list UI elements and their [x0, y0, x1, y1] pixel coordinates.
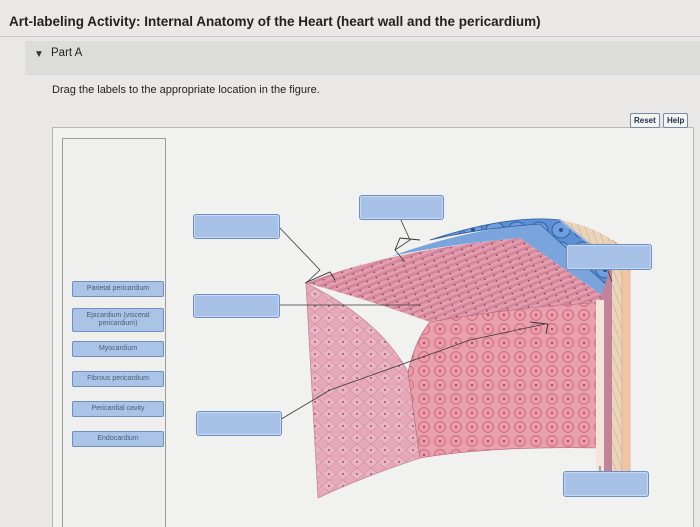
label-bank: [62, 138, 166, 527]
part-a-header[interactable]: ▼ Part A: [25, 41, 700, 75]
drop-target-3[interactable]: [566, 244, 652, 270]
label-fibrous-pericardium[interactable]: Fibrous pericardium: [72, 371, 164, 387]
label-epicardium[interactable]: Epicardium (visceral pericardium): [72, 308, 164, 332]
chevron-down-icon[interactable]: ▼: [34, 49, 44, 60]
label-myocardium[interactable]: Myocardium: [72, 341, 164, 357]
title-divider: [0, 36, 700, 37]
drop-target-4[interactable]: [193, 294, 280, 318]
help-button[interactable]: Help: [663, 113, 689, 128]
instructions-text: Drag the labels to the appropriate locat…: [52, 84, 320, 96]
drop-target-2[interactable]: [359, 195, 444, 220]
label-endocardium[interactable]: Endocardium: [72, 431, 164, 447]
drop-target-5[interactable]: [196, 411, 282, 436]
reset-button[interactable]: Reset: [630, 113, 660, 128]
page-title: Art-labeling Activity: Internal Anatomy …: [9, 14, 541, 29]
drop-target-1[interactable]: [193, 214, 280, 239]
label-parietal-pericardium[interactable]: Parietal pericardium: [72, 281, 164, 297]
part-label: Part A: [51, 47, 83, 59]
drop-target-6[interactable]: [563, 471, 649, 497]
label-pericardial-cavity[interactable]: Pericardial cavity: [72, 401, 164, 417]
